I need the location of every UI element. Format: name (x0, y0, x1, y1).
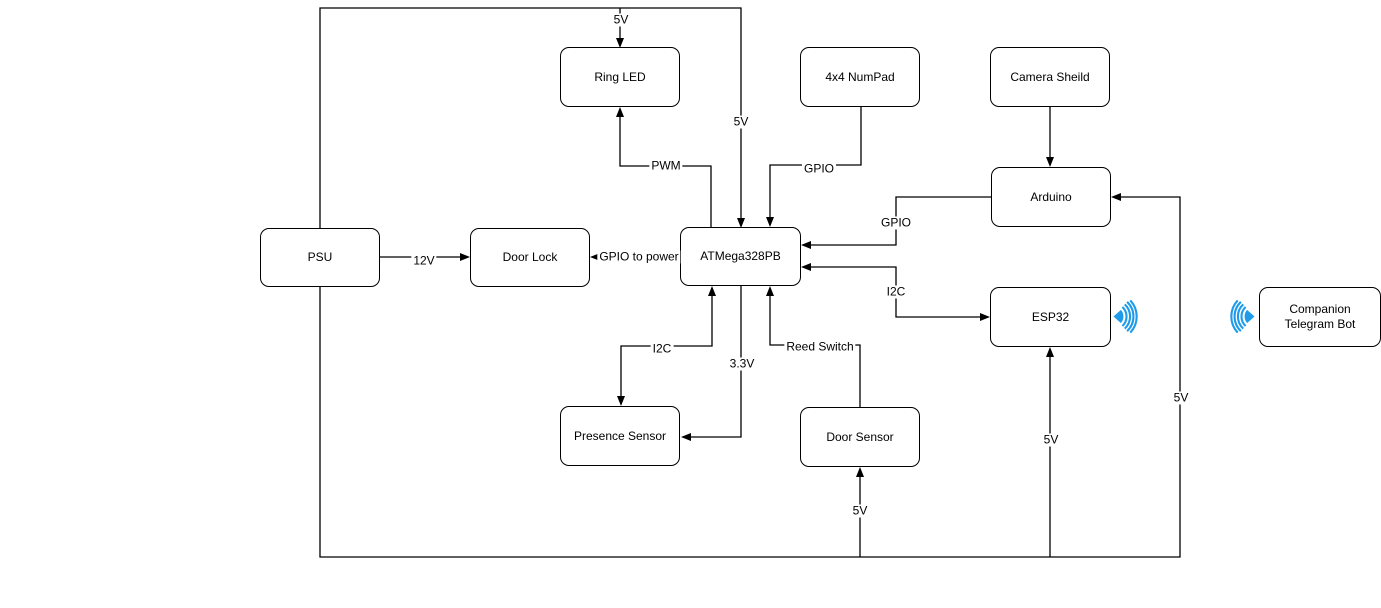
node-presence-sensor[interactable]: Presence Sensor (560, 406, 680, 466)
edge-label-presence-i2c: I2C (650, 341, 674, 356)
edge-label-arduino-gpio: GPIO (878, 215, 914, 230)
node-door-sensor-label: Door Sensor (826, 429, 894, 444)
node-ring-led-label: Ring LED (594, 69, 646, 84)
node-ring-led[interactable]: Ring LED (560, 47, 680, 107)
node-atmega328pb[interactable]: ATMega328PB (680, 227, 801, 286)
arrowhead (617, 396, 625, 406)
wifi-signal-icon (1230, 300, 1255, 333)
arrowhead (737, 218, 745, 228)
node-esp32-label: ESP32 (1031, 309, 1070, 324)
edge-label-5v-doorsensor: 5V (850, 503, 870, 518)
node-door-lock[interactable]: Door Lock (470, 228, 590, 287)
edge-label-12v: 12V (411, 253, 437, 268)
edge-label-5v-atmega: 5V (731, 114, 751, 129)
arrowhead (681, 433, 691, 441)
node-camera-shield[interactable]: Camera Sheild (990, 47, 1110, 107)
edge-camera-arduino (1046, 107, 1054, 167)
node-door-lock-label: Door Lock (502, 250, 558, 264)
wifi-signal-icon (1113, 300, 1138, 333)
edge-label-gpio-to-power: GPIO to power (597, 249, 681, 264)
arrowhead (801, 263, 811, 271)
arrowhead (980, 313, 990, 321)
arrowhead (766, 286, 774, 296)
node-door-sensor[interactable]: Door Sensor (800, 407, 920, 467)
node-numpad[interactable]: 4x4 NumPad (800, 47, 920, 107)
node-arduino-label: Arduino (1030, 189, 1072, 204)
arrowhead (1046, 347, 1054, 357)
edge-label-3v3: 3.3V (727, 356, 757, 371)
edge-label-pwm: PWM (649, 158, 683, 173)
arrowhead (460, 253, 470, 261)
node-presence-sensor-label: Presence Sensor (573, 428, 667, 443)
arrowhead (856, 467, 864, 477)
edge-label-numpad-gpio: GPIO (801, 161, 837, 176)
edge-label-5v-arduino: 5V (1171, 390, 1191, 405)
edge-label-5v-esp32: 5V (1041, 432, 1061, 447)
node-telegram-bot[interactable]: Companion Telegram Bot (1259, 287, 1381, 347)
node-psu-label: PSU (307, 250, 333, 264)
node-arduino[interactable]: Arduino (991, 167, 1111, 227)
arrowhead (708, 286, 716, 296)
node-esp32[interactable]: ESP32 (990, 287, 1111, 347)
node-atmega328pb-label: ATMega328PB (700, 249, 781, 263)
node-telegram-bot-label: Companion Telegram Bot (1284, 302, 1356, 331)
arrowhead (616, 38, 624, 48)
edge-psu-5v-bottom-rail (319, 193, 1181, 558)
arrowhead (1046, 157, 1054, 167)
edge-label-5v-ringled: 5V (611, 12, 631, 27)
node-numpad-label: 4x4 NumPad (825, 69, 895, 84)
edge-presence-3v3 (681, 286, 742, 441)
edge-label-esp32-i2c: I2C (884, 284, 908, 299)
arrowhead (616, 107, 624, 117)
arrowhead (766, 217, 774, 227)
node-camera-shield-label: Camera Sheild (1010, 69, 1090, 84)
arrowhead (801, 241, 811, 249)
edge-label-reed-switch: Reed Switch (784, 339, 856, 354)
node-psu[interactable]: PSU (260, 228, 380, 287)
arrowhead (1111, 193, 1121, 201)
edge-psu-5v-top-rail (319, 7, 745, 228)
